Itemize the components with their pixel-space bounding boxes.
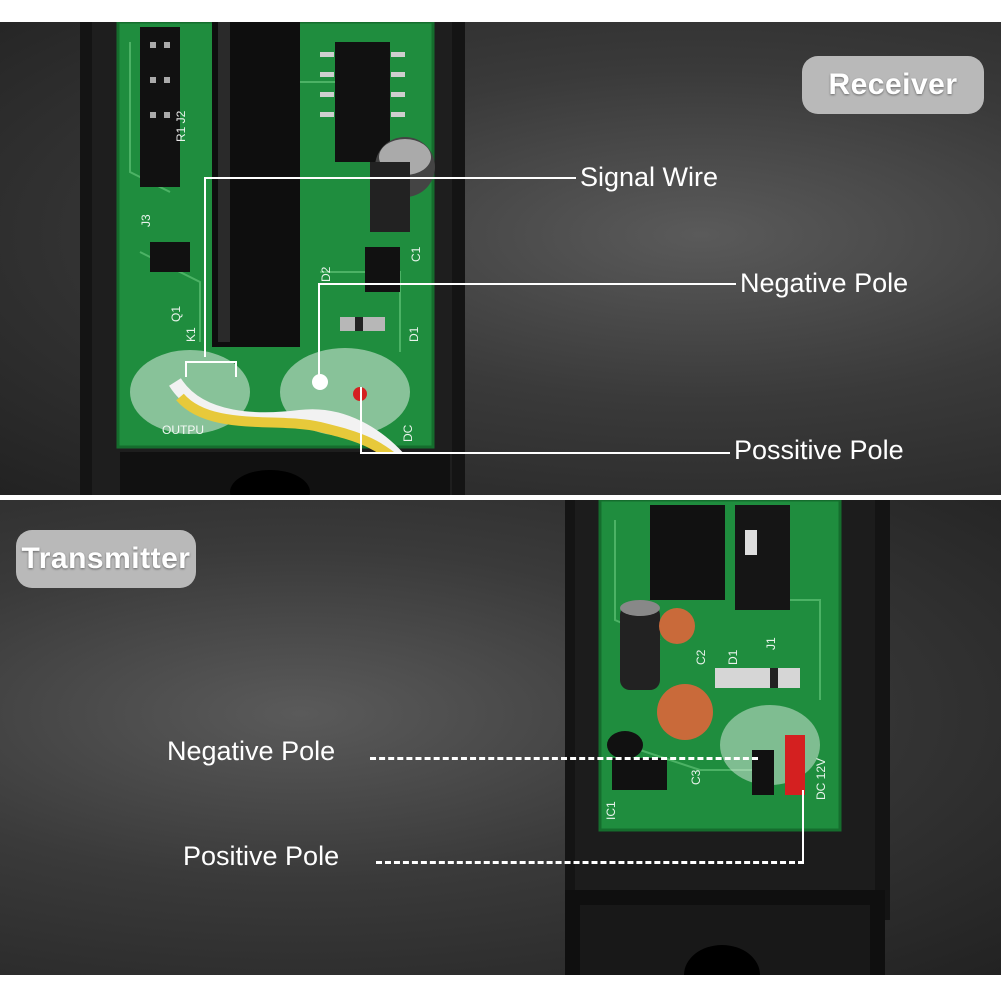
panel-divider <box>0 495 1001 500</box>
receiver-panel: R1 J2 J3 Q1 K1 D2 C1 D1 DC OUTPU Receive… <box>0 22 1001 495</box>
transmitter-photo: J1 C2 D1 C3 IC1 DC 12V <box>565 500 890 975</box>
receiver-title: Receiver <box>828 68 958 101</box>
signal-wire-leader-drop <box>204 177 206 357</box>
receiver-negative-pole-label: Negative Pole <box>740 268 909 298</box>
signal-wire-label: Signal Wire <box>580 162 719 192</box>
receiver-photo: R1 J2 J3 Q1 K1 D2 C1 D1 DC OUTPU <box>80 22 465 495</box>
receiver-positive-leader-drop <box>360 387 362 453</box>
svg-text:Q1: Q1 <box>169 306 183 322</box>
transmitter-positive-pole-label: Positive Pole <box>183 841 340 871</box>
svg-text:D2: D2 <box>319 266 333 282</box>
svg-text:C2: C2 <box>694 649 708 665</box>
transmitter-negative-pole-label: Negative Pole <box>167 736 336 766</box>
receiver-title-badge: Receiver <box>802 56 984 114</box>
svg-text:IC1: IC1 <box>604 801 618 820</box>
transmitter-positive-leader-line <box>376 861 804 864</box>
svg-text:D1: D1 <box>726 649 740 665</box>
signal-wire-leader-line <box>204 177 576 179</box>
transmitter-positive-leader-drop <box>802 790 804 862</box>
svg-text:DC 12V: DC 12V <box>814 758 828 800</box>
svg-text:OUTPU: OUTPU <box>162 423 204 437</box>
receiver-negative-leader-line <box>318 283 736 285</box>
svg-text:D1: D1 <box>407 326 421 342</box>
svg-text:DC: DC <box>401 424 415 442</box>
svg-text:R1 J2: R1 J2 <box>174 110 188 142</box>
svg-text:K1: K1 <box>184 327 198 342</box>
transmitter-title-badge: Transmitter <box>16 530 196 588</box>
svg-text:C1: C1 <box>409 246 423 262</box>
receiver-positive-pole-label: Possitive Pole <box>734 435 904 465</box>
svg-text:J3: J3 <box>139 214 153 227</box>
svg-text:C3: C3 <box>689 769 703 785</box>
transmitter-title: Transmitter <box>21 542 191 575</box>
svg-text:J1: J1 <box>764 637 778 650</box>
receiver-negative-leader-drop <box>318 283 320 375</box>
transmitter-negative-leader-line <box>370 757 758 760</box>
transmitter-panel: J1 C2 D1 C3 IC1 DC 12V Transmitter Negat… <box>0 500 1001 975</box>
receiver-positive-leader-line <box>360 452 730 454</box>
